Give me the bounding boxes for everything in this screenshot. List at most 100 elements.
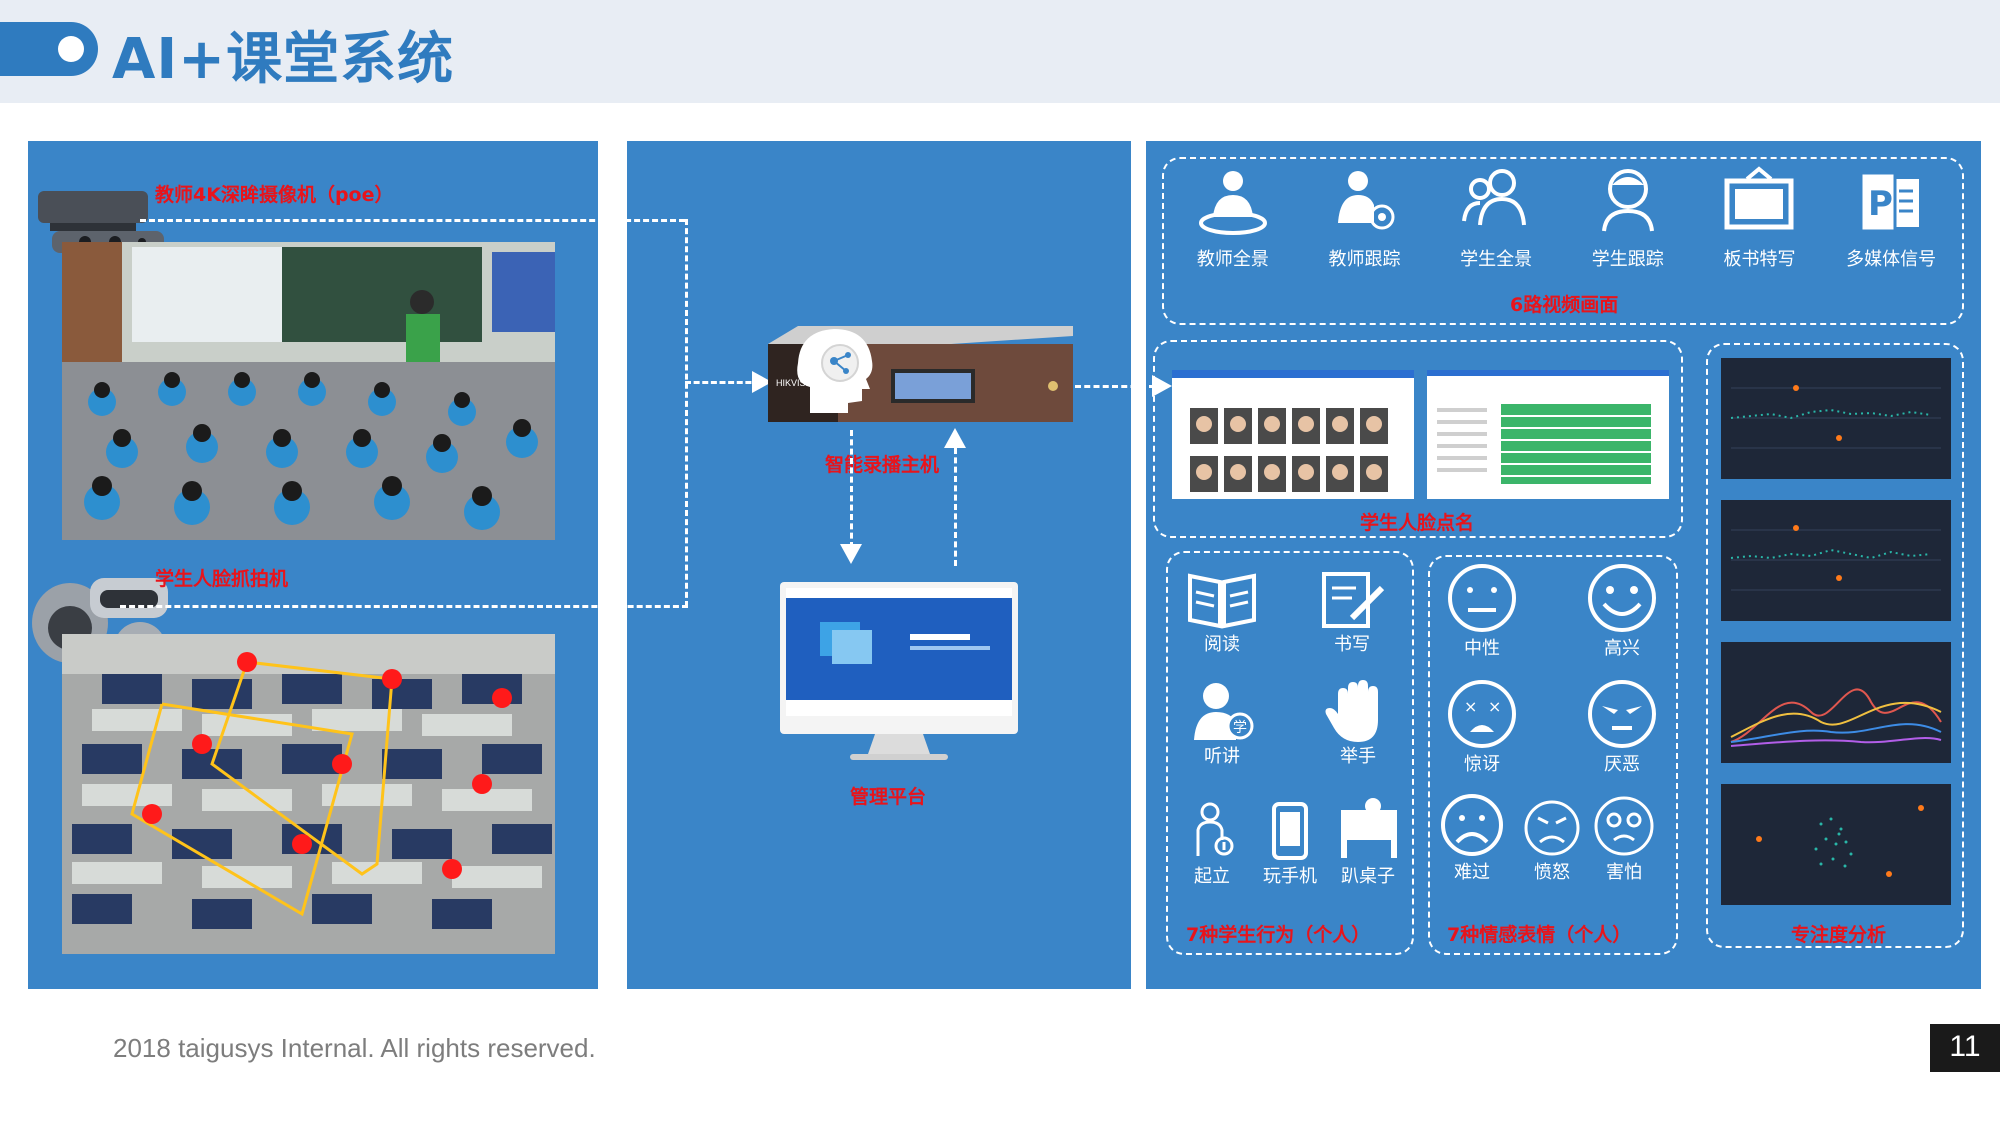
focus-analysis-caption: 专注度分析 bbox=[1791, 924, 1887, 946]
behaviors-box bbox=[1166, 551, 1414, 955]
angry-face-icon bbox=[1524, 800, 1580, 856]
connector-down bbox=[850, 430, 853, 548]
connector-to-analysis bbox=[1075, 385, 1155, 388]
arrow-right-icon bbox=[1152, 375, 1172, 397]
classroom-students-photo bbox=[62, 634, 555, 954]
phone-icon bbox=[1272, 802, 1308, 860]
video-channel-label: 学生跟踪 bbox=[1591, 249, 1664, 270]
behavior-label: 玩手机 bbox=[1263, 866, 1317, 887]
student-tracking-icon bbox=[1601, 169, 1654, 232]
behavior-label: 书写 bbox=[1334, 634, 1370, 655]
behavior-label: 起立 bbox=[1194, 866, 1230, 887]
video-channel-label: 教师全景 bbox=[1196, 249, 1269, 270]
classroom-teacher-photo bbox=[62, 242, 555, 540]
video-channels-row: 教师全景 教师跟踪 学生全景 学生跟踪 板书特写 bbox=[1167, 165, 1957, 271]
face-rollcall-screen bbox=[1172, 370, 1414, 499]
teacher-panorama-icon bbox=[1198, 171, 1267, 235]
behavior-listening: 学 听讲 bbox=[1172, 680, 1272, 768]
svg-text:×: × bbox=[1464, 697, 1477, 716]
behavior-writing: 书写 bbox=[1302, 568, 1402, 656]
video-channel-multimedia: P 多媒体信号 bbox=[1836, 165, 1946, 271]
management-platform-monitor bbox=[780, 582, 1018, 760]
stand-up-icon bbox=[1196, 802, 1234, 856]
video-channel-label: 板书特写 bbox=[1723, 249, 1796, 270]
emotion-label: 难过 bbox=[1454, 862, 1490, 883]
sad-face-icon bbox=[1441, 794, 1503, 856]
behaviors-grid: 阅读 书写 学 听讲 举手 起立 bbox=[1172, 568, 1408, 908]
header-accent-dot bbox=[58, 36, 84, 62]
behavior-label: 举手 bbox=[1340, 746, 1376, 767]
emotions-caption: 7种情感表情（个人） bbox=[1447, 924, 1632, 946]
video-channel-label: 学生全景 bbox=[1460, 249, 1533, 270]
video-channel-student-panorama: 学生全景 bbox=[1441, 165, 1551, 271]
video-channel-blackboard: 板书特写 bbox=[1704, 165, 1814, 271]
video-channels-box bbox=[1162, 157, 1964, 325]
emotion-disgust: 厌恶 bbox=[1572, 678, 1672, 776]
video-channel-student-tracking: 学生跟踪 bbox=[1573, 165, 1683, 271]
book-icon bbox=[1188, 573, 1256, 629]
focus-analysis-box bbox=[1706, 343, 1964, 948]
emotion-afraid: 害怕 bbox=[1574, 794, 1674, 884]
arrow-up-icon bbox=[944, 428, 966, 448]
emotion-angry: 愤怒 bbox=[1502, 798, 1602, 884]
platform-label: 管理平台 bbox=[850, 786, 927, 808]
raise-hand-icon bbox=[1325, 680, 1378, 742]
disgust-face-icon bbox=[1588, 680, 1656, 748]
video-channel-teacher-panorama: 教师全景 bbox=[1178, 165, 1288, 271]
svg-text:P: P bbox=[1868, 184, 1893, 224]
behavior-stand-up: 起立 bbox=[1172, 800, 1252, 888]
connector-vertical bbox=[685, 219, 688, 607]
video-channel-label: 多媒体信号 bbox=[1846, 249, 1937, 270]
video-channel-teacher-tracking: 教师跟踪 bbox=[1309, 165, 1419, 271]
page-number-box bbox=[1930, 1024, 2000, 1072]
device-brand: HIKVISION bbox=[776, 378, 822, 388]
behavior-label: 听讲 bbox=[1204, 746, 1240, 767]
student-panorama-icon bbox=[1462, 169, 1527, 226]
desk-icon bbox=[1341, 798, 1397, 858]
attendance-table-screen bbox=[1427, 370, 1669, 499]
focus-chart-3 bbox=[1721, 642, 1951, 763]
emotion-happy: 高兴 bbox=[1572, 562, 1672, 660]
emotion-label: 厌恶 bbox=[1604, 754, 1640, 775]
page-title: AI+课堂系统 bbox=[112, 27, 455, 92]
behavior-phone: 玩手机 bbox=[1250, 800, 1330, 888]
connector-to-recorder bbox=[685, 381, 760, 384]
face-rollcall-box bbox=[1153, 340, 1683, 538]
behavior-raise-hand: 举手 bbox=[1308, 680, 1408, 768]
emotions-grid: 中性 高兴 × × 惊讶 厌恶 难过 bbox=[1432, 562, 1672, 902]
emotion-neutral: 中性 bbox=[1432, 562, 1532, 660]
emotion-label: 惊讶 bbox=[1464, 754, 1500, 775]
face-rollcall-caption: 学生人脸点名 bbox=[1360, 512, 1475, 534]
emotion-label: 高兴 bbox=[1604, 638, 1640, 659]
behavior-reading: 阅读 bbox=[1172, 568, 1272, 656]
connector-teacher-camera bbox=[140, 219, 685, 222]
emotion-surprised: × × 惊讶 bbox=[1432, 678, 1532, 776]
happy-face-icon bbox=[1588, 564, 1656, 632]
emotion-label: 愤怒 bbox=[1534, 862, 1570, 883]
emotion-sad: 难过 bbox=[1422, 792, 1522, 884]
ai-head-icon bbox=[797, 329, 873, 413]
student-camera-label: 学生人脸抓拍机 bbox=[155, 568, 289, 590]
behavior-desk: 趴桌子 bbox=[1328, 796, 1408, 888]
behavior-label: 趴桌子 bbox=[1341, 866, 1395, 887]
emotions-box bbox=[1428, 555, 1678, 955]
connector-student-camera bbox=[120, 605, 688, 608]
header-band bbox=[0, 0, 2000, 103]
emotion-label: 中性 bbox=[1464, 638, 1500, 659]
multimedia-signal-icon: P bbox=[1859, 171, 1920, 233]
arrow-right-icon bbox=[752, 371, 772, 393]
teacher-camera-label: 教师4K深眸摄像机（poe） bbox=[155, 184, 394, 206]
arrow-down-icon bbox=[840, 544, 862, 564]
focus-chart-4 bbox=[1721, 784, 1951, 905]
listening-icon: 学 bbox=[1194, 683, 1254, 740]
behavior-label: 阅读 bbox=[1204, 634, 1240, 655]
focus-chart-1 bbox=[1721, 358, 1951, 479]
teacher-tracking-icon bbox=[1338, 171, 1395, 230]
focus-chart-2 bbox=[1721, 500, 1951, 621]
video-channel-label: 教师跟踪 bbox=[1328, 249, 1401, 270]
recorder-label: 智能录播主机 bbox=[825, 454, 940, 476]
page-number: 11 bbox=[1949, 1030, 1981, 1063]
connector-up bbox=[954, 448, 957, 566]
surprised-face-icon: × × bbox=[1448, 680, 1516, 748]
svg-text:学: 学 bbox=[1233, 720, 1247, 736]
